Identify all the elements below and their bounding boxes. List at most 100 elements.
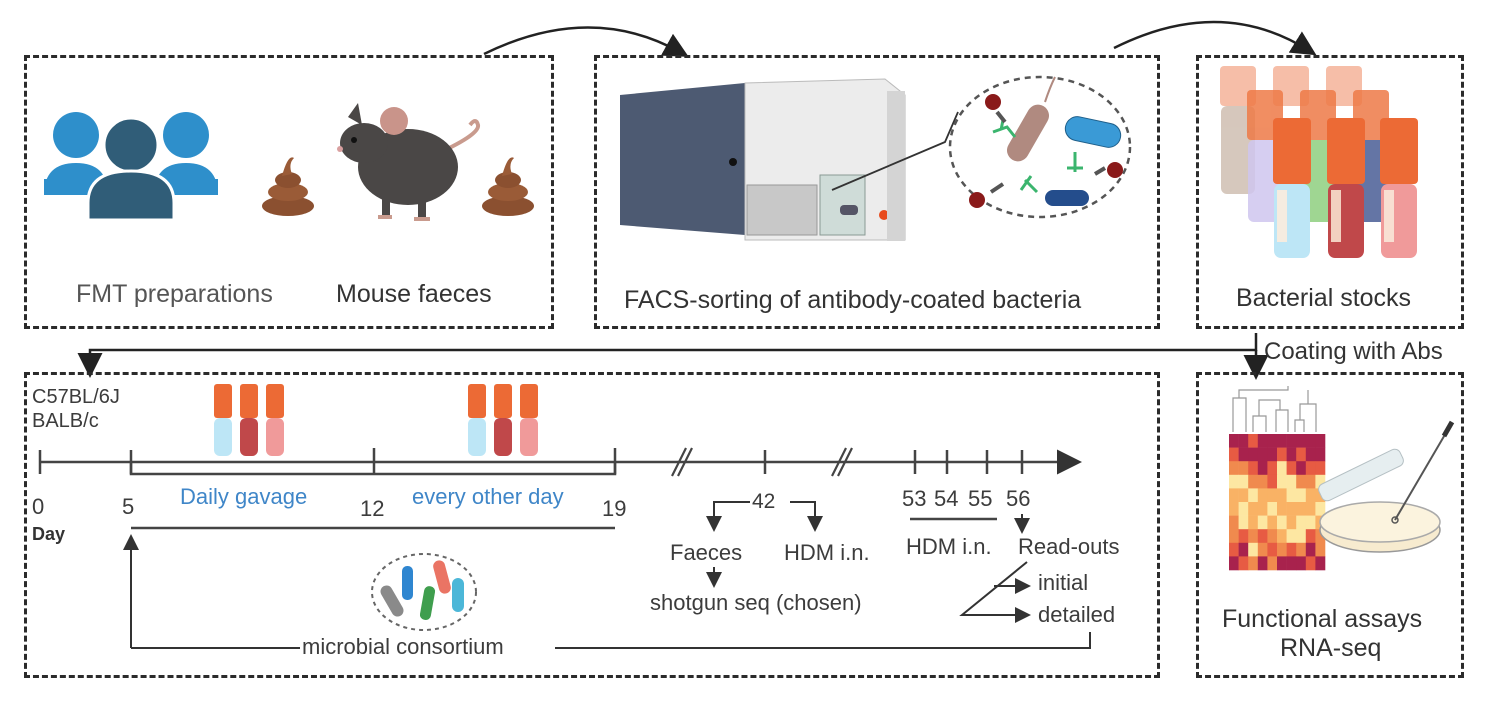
heatmap-cell [1267, 434, 1278, 448]
readout-initial-label: initial [1038, 570, 1089, 595]
heatmap-cell [1257, 488, 1268, 503]
heatmap-cell [1229, 461, 1239, 476]
axis-break-icon [671, 447, 853, 477]
day-label: Day [32, 524, 66, 544]
heatmap-cell [1315, 461, 1326, 476]
heatmap-cell [1296, 447, 1307, 462]
heatmap-cell [1238, 434, 1249, 448]
faeces-icon [262, 157, 314, 216]
heatmap-cell [1238, 556, 1249, 571]
heatmap-cell [1277, 502, 1287, 516]
heatmap-cell [1286, 474, 1297, 489]
heatmap-cell [1229, 434, 1239, 448]
heatmap-cell [1229, 556, 1239, 571]
heatmap-cell [1286, 461, 1297, 476]
heatmap-icon [1229, 434, 1326, 571]
heatmap-cell [1248, 515, 1259, 530]
panel-facs [594, 55, 1160, 329]
people-icon [44, 112, 218, 222]
heatmap-cell [1305, 556, 1316, 571]
heatmap-cell [1257, 461, 1268, 476]
strain-label: C57BL/6J [32, 386, 120, 408]
panel-timeline [24, 372, 1160, 678]
tick-label: 5 [122, 494, 135, 519]
panel-fmt [24, 55, 554, 329]
heatmap-cell [1286, 556, 1297, 571]
heatmap-cell [1286, 529, 1297, 544]
heatmap-cell [1229, 529, 1239, 544]
bacterial-stocks-label: Bacterial stocks [1236, 284, 1412, 312]
heatmap-cell [1315, 434, 1326, 448]
heatmap-cell [1267, 488, 1278, 503]
readout-detailed-label: detailed [1038, 602, 1116, 627]
heatmap-cell [1277, 556, 1287, 571]
coating-with-abs-label: Coating with Abs [1264, 338, 1443, 365]
heatmap-cell [1238, 542, 1249, 557]
heatmap-cell [1267, 542, 1278, 557]
heatmap-cell [1296, 556, 1307, 571]
heatmap-cell [1286, 447, 1297, 462]
heatmap-cell [1257, 434, 1268, 448]
arrow-to-timeline [77, 333, 1258, 378]
facs-sorting-label: FACS-sorting of antibody-coated bacteria [624, 286, 1082, 314]
heatmap-cell [1267, 502, 1278, 516]
functional-assays-label: Functional assays [1222, 605, 1423, 633]
heatmap-cell [1277, 447, 1287, 462]
heatmap-cell [1248, 461, 1259, 476]
heatmap-cell [1229, 515, 1239, 530]
heatmap-cell [1277, 515, 1287, 530]
arrow-fmt-to-facs [483, 26, 689, 57]
tick-label: 55 [968, 486, 993, 511]
heatmap-cell [1286, 542, 1297, 557]
heatmap-cell [1267, 474, 1278, 489]
heatmap-cell [1305, 461, 1316, 476]
heatmap-cell [1305, 474, 1316, 489]
heatmap-cell [1277, 434, 1287, 448]
heatmap-cell [1296, 542, 1307, 557]
heatmap-cell [1257, 529, 1268, 544]
heatmap-cell [1296, 434, 1307, 448]
faeces-label: Faeces [670, 540, 743, 565]
heatmap-cell [1267, 461, 1278, 476]
tick-label: 12 [360, 496, 385, 521]
heatmap-cell [1277, 542, 1287, 557]
heatmap-cell [1238, 529, 1249, 544]
tick-label: 42 [752, 490, 776, 513]
heatmap-cell [1267, 447, 1278, 462]
heatmap-cell [1305, 434, 1316, 448]
heatmap-cell [1305, 515, 1316, 530]
heatmap-cell [1267, 529, 1278, 544]
heatmap-cell [1238, 502, 1249, 516]
mouse-faeces-label: Mouse faeces [336, 280, 492, 308]
antibody-coated-bacteria-icon [948, 75, 1132, 219]
facs-machine-icon [620, 78, 906, 241]
tick-label: 0 [32, 494, 45, 519]
dendrogram-icon [1232, 386, 1317, 432]
gavage-tubes-icon [214, 384, 284, 456]
heatmap-cell [1315, 556, 1326, 571]
heatmap-cell [1248, 474, 1259, 489]
heatmap-cell [1257, 515, 1268, 530]
heatmap-cell [1267, 515, 1278, 530]
heatmap-cell [1248, 529, 1259, 544]
heatmap-cell [1315, 502, 1326, 516]
panel-functional-assays [1196, 372, 1464, 678]
strain-label: BALB/c [32, 410, 99, 432]
heatmap-cell [1248, 542, 1259, 557]
hdm-range-label: HDM i.n. [906, 534, 992, 559]
heatmap-cell [1305, 488, 1316, 503]
fmt-preparations-label: FMT preparations [76, 280, 273, 308]
heatmap-cell [1229, 502, 1239, 516]
tick-label: 53 [902, 486, 927, 511]
heatmap-cell [1238, 515, 1249, 530]
panel-bacterial-stocks [1196, 55, 1464, 329]
heatmap-cell [1238, 461, 1249, 476]
mouse-icon [337, 103, 480, 221]
heatmap-cell [1238, 488, 1249, 503]
gavage-tubes-icon [468, 384, 538, 456]
heatmap-cell [1238, 474, 1249, 489]
microbial-consortium-icon [371, 553, 477, 631]
heatmap-cell [1305, 502, 1316, 516]
tick-label: 56 [1006, 486, 1031, 511]
